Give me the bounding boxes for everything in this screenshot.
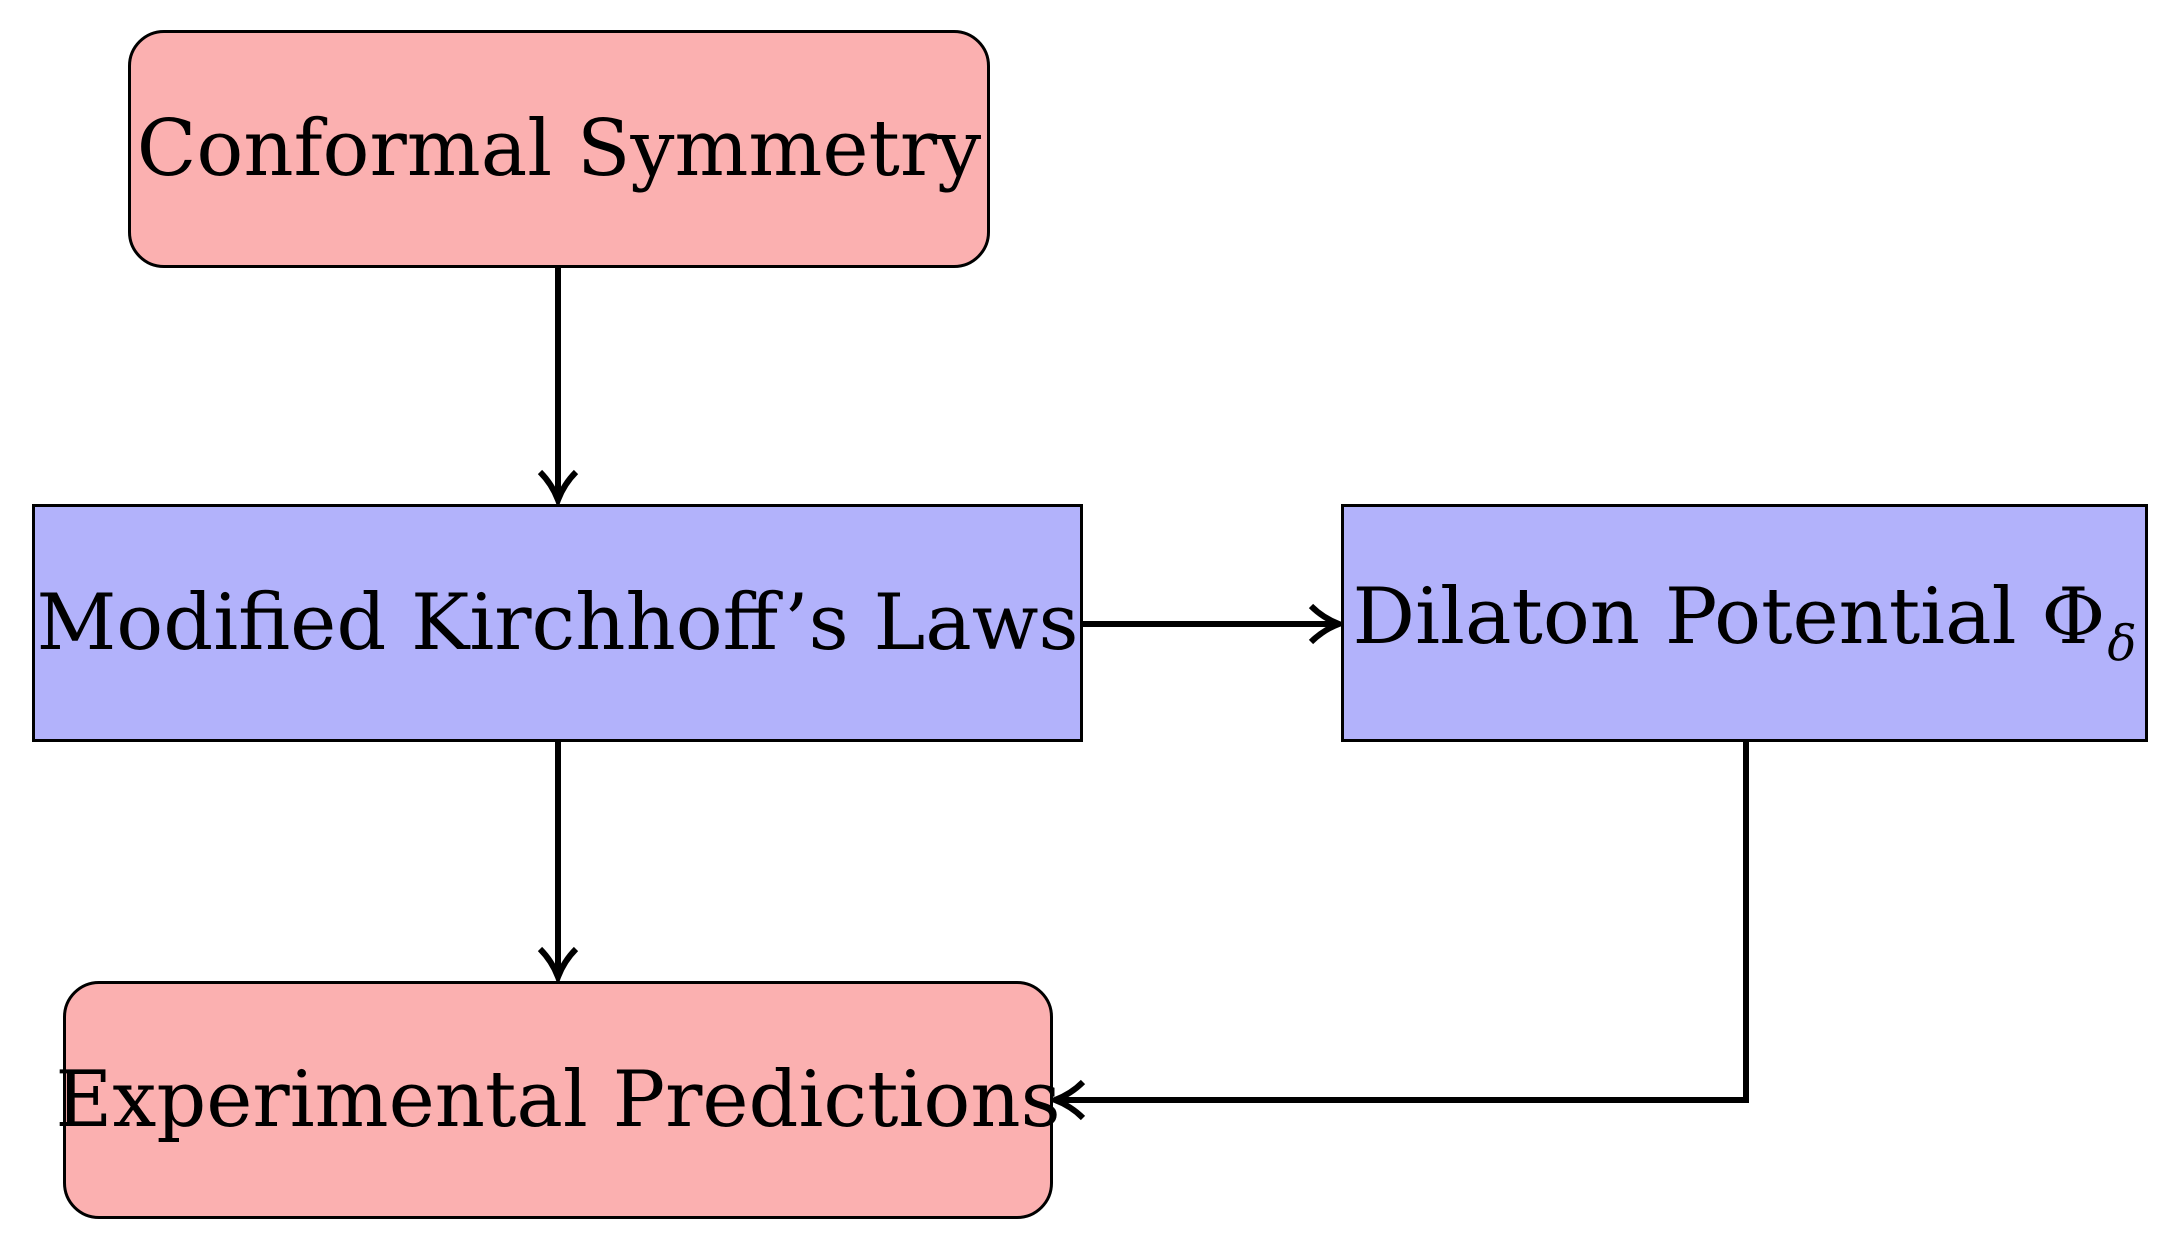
edge-kirchhoff-to-dilaton xyxy=(1083,603,1348,645)
node-label-main: Dilaton Potential Φ xyxy=(1352,571,2106,662)
node-label: Experimental Predictions xyxy=(55,1055,1061,1145)
node-conformal-symmetry: Conformal Symmetry xyxy=(128,30,990,268)
node-label-subscript: δ xyxy=(2107,615,2137,672)
edge-kirchhoff-to-predictions xyxy=(537,742,579,986)
node-experimental-predictions: Experimental Predictions xyxy=(55,981,1061,1219)
node-label: Conformal Symmetry xyxy=(136,104,982,194)
node-dilaton-potential: Dilaton Potential Φδ xyxy=(1341,504,2148,742)
node-modified-kirchhoffs-laws: Modified Kirchhoff’s Laws xyxy=(32,504,1083,742)
node-label: Dilaton Potential Φδ xyxy=(1353,578,2137,668)
node-label: Modified Kirchhoff’s Laws xyxy=(36,578,1079,668)
edge-dilaton-to-predictions xyxy=(1046,742,1749,1121)
edge-conformal-to-kirchhoff xyxy=(537,268,579,509)
